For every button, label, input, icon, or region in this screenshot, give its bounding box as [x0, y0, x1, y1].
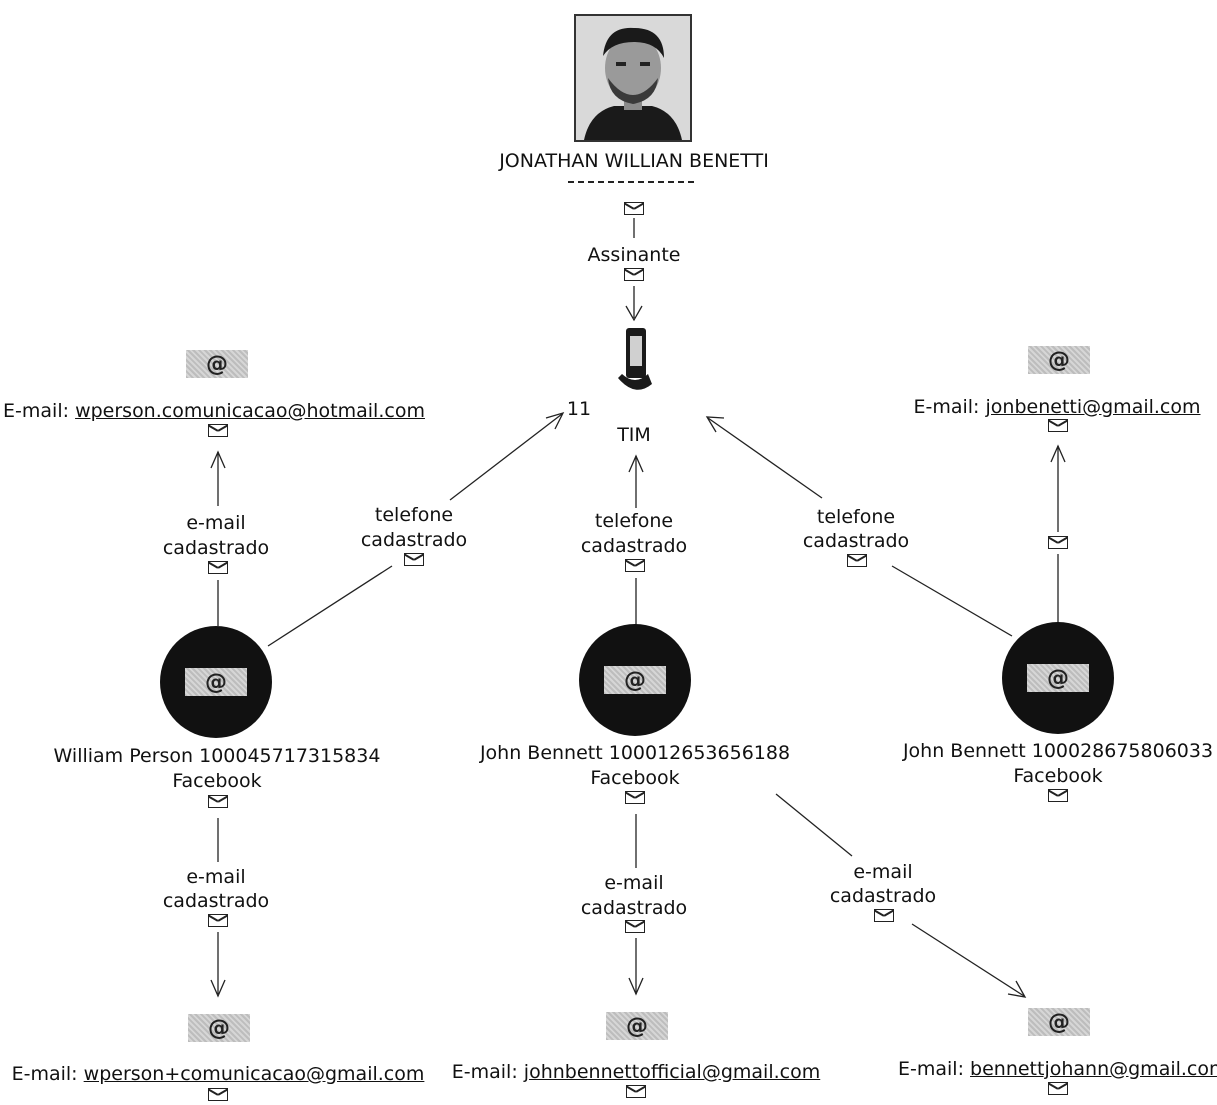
- edge-label-left-phone-line2: cadastrado: [360, 529, 468, 551]
- arrow-to-tim: [628, 454, 644, 473]
- profile-node-center[interactable]: @: [579, 624, 691, 736]
- email-node-top-right-label[interactable]: E-mail: jonbenetti@gmail.com: [913, 396, 1201, 418]
- profile-right-name[interactable]: John Bennett 100028675806033: [902, 740, 1214, 762]
- edge-label-right-phone-line2: cadastrado: [802, 530, 910, 552]
- email-link-top-left[interactable]: wperson.comunicacao@hotmail.com: [75, 400, 425, 422]
- profile-center-envelope-icon[interactable]: [625, 791, 645, 804]
- profile-right-at-icon: @: [1027, 664, 1089, 692]
- email-top-right-envelope-icon[interactable]: [1048, 419, 1068, 432]
- email-node-bottom-right-label[interactable]: E-mail: bennettjohann@gmail.com: [898, 1058, 1217, 1081]
- edge-label-left-email-line1: e-mail: [186, 512, 246, 534]
- email-bottom-left-envelope-icon[interactable]: [208, 1088, 228, 1101]
- edge-left-email-envelope-icon[interactable]: [208, 561, 228, 574]
- profile-node-left[interactable]: @: [160, 626, 272, 738]
- person-name[interactable]: JONATHAN WILLIAN BENETTI: [499, 150, 769, 172]
- edge-label-right-bottom-email-line2: cadastrado: [829, 885, 937, 907]
- profile-right-network: Facebook: [1013, 765, 1103, 787]
- profile-left-network: Facebook: [172, 770, 262, 792]
- email-link-top-right[interactable]: jonbenetti@gmail.com: [985, 396, 1201, 418]
- edge-label-right-bottom-email-line1: e-mail: [853, 861, 913, 883]
- email-bottom-center-envelope-icon[interactable]: [626, 1085, 646, 1098]
- edge-label-left-bottom-email-line1: e-mail: [186, 866, 246, 888]
- arrow-to-phone-11: [545, 411, 565, 430]
- email-node-top-left-label[interactable]: E-mail: wperson.comunicacao@hotmail.com: [3, 400, 425, 422]
- edge-label-right-phone-line1: telefone: [816, 506, 896, 528]
- edge-label-center-bottom-email-line2: cadastrado: [580, 897, 688, 919]
- arrow-to-email-top-right: [1050, 444, 1066, 463]
- profile-center-network: Facebook: [590, 767, 680, 789]
- email-node-top-right-icon[interactable]: @: [1028, 346, 1090, 374]
- edge-label-center-bottom-email-line1: e-mail: [604, 872, 664, 894]
- profile-left-at-icon: @: [185, 668, 247, 696]
- edge-right-to-phone-lower: [891, 565, 1013, 637]
- person-photo[interactable]: [574, 14, 692, 142]
- arrow-to-email-bottom-center: [628, 977, 644, 996]
- person-envelope-icon[interactable]: [624, 202, 644, 215]
- email-node-bottom-center-label[interactable]: E-mail: johnbennettofficial@gmail.com: [451, 1061, 821, 1083]
- edge-left-bottom-email-envelope-icon[interactable]: [208, 914, 228, 927]
- profile-node-right[interactable]: @: [1002, 622, 1114, 734]
- edge-right-phone-envelope-icon[interactable]: [847, 554, 867, 567]
- email-link-bottom-right[interactable]: bennettjohann@gmail.com: [970, 1058, 1217, 1080]
- edge-center-to-email-bottom-right-lower: [911, 923, 1025, 997]
- profile-left-name[interactable]: William Person 100045717315834: [53, 745, 381, 767]
- edge-left-phone-envelope-icon[interactable]: [404, 553, 424, 566]
- assinante-envelope-icon[interactable]: [624, 268, 644, 281]
- arrow-to-email-bottom-left: [210, 979, 226, 998]
- edge-label-left-phone-line1: telefone: [374, 504, 454, 526]
- edge-center-to-email-bottom-right-upper: [775, 793, 853, 857]
- edge-left-to-phone-upper: [449, 413, 563, 501]
- assinante-label: Assinante: [587, 244, 681, 266]
- phone-carrier: TIM: [617, 424, 651, 446]
- edge-label-left-email-line2: cadastrado: [162, 537, 270, 559]
- edge-label-center-phone-line2: cadastrado: [580, 535, 688, 557]
- email-node-bottom-left-icon[interactable]: @: [188, 1014, 250, 1042]
- edge-center-bottom-email-envelope-icon[interactable]: [625, 920, 645, 933]
- edge-label-center-phone-line1: telefone: [594, 510, 674, 532]
- arrow-to-email-bottom-right: [1007, 980, 1027, 998]
- phone-number[interactable]: 11: [566, 398, 592, 420]
- person-redacted-id: [568, 181, 694, 183]
- mobile-phone-icon[interactable]: [618, 328, 652, 394]
- edge-center-phone-envelope-icon[interactable]: [625, 559, 645, 572]
- email-node-bottom-left-label[interactable]: E-mail: wperson+comunicacao@gmail.com: [11, 1063, 425, 1085]
- profile-center-name[interactable]: John Bennett 100012653656188: [479, 742, 791, 764]
- arrow-to-phone-right: [705, 416, 725, 433]
- edge-right-email-envelope-icon[interactable]: [1048, 536, 1068, 549]
- profile-right-envelope-icon[interactable]: [1048, 789, 1068, 802]
- arrow-to-phone: [625, 305, 643, 322]
- edge-right-bottom-email-envelope-icon[interactable]: [874, 909, 894, 922]
- email-link-bottom-left[interactable]: wperson+comunicacao@gmail.com: [83, 1063, 425, 1085]
- email-node-bottom-right-icon[interactable]: @: [1028, 1008, 1090, 1036]
- person-avatar-icon: [576, 16, 690, 140]
- email-link-bottom-center[interactable]: johnbennettofficial@gmail.com: [523, 1061, 821, 1083]
- edge-right-to-phone-upper: [707, 417, 823, 499]
- edge-left-to-phone-lower: [267, 565, 393, 647]
- arrow-to-email-top-left: [210, 450, 226, 469]
- email-node-bottom-center-icon[interactable]: @: [606, 1012, 668, 1040]
- email-top-left-envelope-icon[interactable]: [208, 424, 228, 437]
- edge-label-left-bottom-email-line2: cadastrado: [162, 890, 270, 912]
- profile-left-envelope-icon[interactable]: [208, 795, 228, 808]
- email-node-top-left-icon[interactable]: @: [186, 350, 248, 378]
- email-bottom-right-envelope-icon[interactable]: [1048, 1082, 1068, 1095]
- profile-center-at-icon: @: [604, 666, 666, 694]
